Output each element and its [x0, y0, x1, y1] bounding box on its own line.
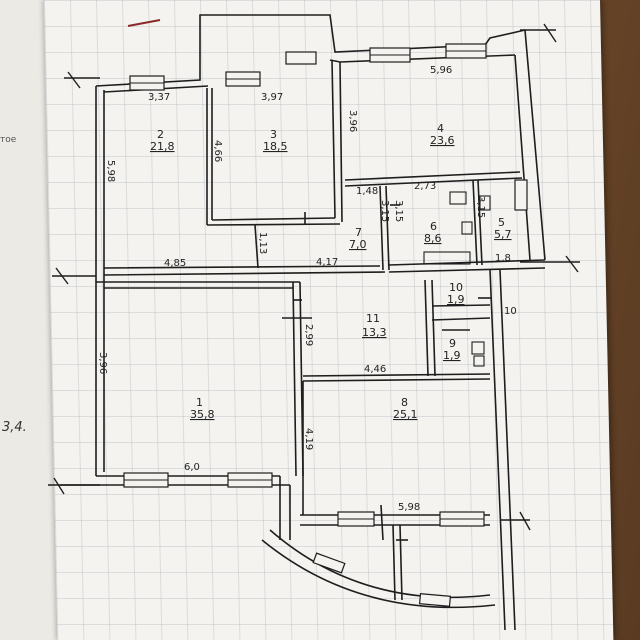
room-number: 7 — [355, 226, 362, 239]
wall-room4-bottom — [344, 171, 523, 187]
dim-label: 4,85 — [164, 258, 186, 269]
room-number: 2 — [157, 128, 164, 141]
dim-label: 3,37 — [148, 92, 170, 103]
room-number: 1 — [196, 396, 203, 409]
room-labels: 2 21,8 3 18,5 4 23,6 5 5,7 6 8,6 7 7,0 1… — [150, 122, 512, 421]
dim-label: 4,66 — [212, 140, 223, 162]
wall-room1-right — [292, 281, 304, 477]
dim-label: 3,96 — [347, 110, 358, 132]
dim-label: 5,96 — [430, 65, 452, 76]
pen-mark — [127, 19, 161, 27]
wall-room3-right — [331, 59, 343, 223]
windows — [123, 43, 528, 607]
wall-wc-block — [424, 279, 491, 377]
toilet-bath — [461, 221, 473, 235]
wall-room8-top — [302, 373, 491, 382]
outer-wall-right-lower — [489, 269, 516, 631]
dim-label: 3,96 — [97, 352, 108, 374]
room-area: 1,9 — [447, 293, 465, 306]
window-balcony-a — [312, 552, 346, 574]
sink-wc9 — [473, 355, 485, 367]
balcony-bottom — [261, 529, 496, 609]
dim-label: 4,17 — [316, 257, 338, 268]
room-number: 5 — [498, 216, 505, 229]
outer-wall-right — [514, 29, 546, 261]
room-area: 7,0 — [349, 238, 367, 251]
wall-room3-bottom — [206, 217, 341, 226]
room-area: 21,8 — [150, 140, 175, 153]
room-number: 6 — [430, 220, 437, 233]
room-number: 4 — [437, 122, 444, 135]
margin-text: тое — [0, 135, 17, 145]
dim-label: 1,48 — [356, 186, 378, 197]
dim-label: 5,98 — [398, 502, 420, 513]
room-area: 1,9 — [443, 349, 461, 362]
room-area: 8,6 — [424, 232, 442, 245]
bathtub — [423, 251, 471, 265]
balcony-left-wall — [279, 476, 291, 540]
dim-label: 3,15 — [393, 200, 404, 222]
wall-room1-top — [96, 281, 300, 289]
dim-label: 10 — [504, 306, 517, 317]
dim-label: 3,15 — [475, 196, 486, 218]
fixtures — [423, 191, 491, 367]
toilet-wc9 — [471, 341, 485, 355]
room-area: 25,1 — [393, 408, 418, 421]
room-number: 11 — [366, 312, 380, 325]
outer-wall-top-left — [95, 14, 526, 87]
margin-note: 3,4. — [2, 420, 27, 435]
room-area: 35,8 — [190, 408, 215, 421]
wall-corridor-top — [103, 265, 386, 276]
dim-label: 1,13 — [257, 232, 268, 254]
axis-markers — [48, 23, 580, 531]
window-loggia — [285, 51, 317, 65]
dim-label: 5,98 — [105, 160, 116, 182]
dim-label: 2,99 — [303, 324, 314, 346]
window-mullions — [124, 50, 486, 520]
door-room3 — [254, 224, 259, 269]
wall-balcony-mid — [392, 524, 403, 601]
wall-bath-right — [472, 179, 483, 266]
room-area: 18,5 — [263, 140, 288, 153]
room-number: 8 — [401, 396, 408, 409]
dim-label: 1,8 — [495, 253, 511, 264]
window-balcony-b — [418, 593, 452, 607]
room-area: 5,7 — [494, 228, 512, 241]
room-number: 9 — [449, 337, 456, 350]
doors — [254, 204, 492, 541]
room-number: 3 — [270, 128, 277, 141]
wall-bath-bottom — [388, 259, 546, 273]
dimension-labels: 3,37 3,97 5,96 3,96 5,98 4,66 1,13 4,85 … — [97, 65, 517, 513]
window-room5 — [514, 179, 528, 211]
dim-label: 4,46 — [364, 364, 386, 375]
room-area: 13,3 — [362, 326, 387, 339]
dim-label: 2,73 — [414, 181, 436, 192]
wall-bath-left — [379, 185, 390, 271]
door-bay — [380, 504, 384, 541]
room-area: 23,6 — [430, 134, 455, 147]
sink-bath — [449, 191, 467, 205]
wall-rooms2-3 — [206, 88, 213, 225]
dim-label: 4,19 — [303, 428, 314, 450]
dim-label: 6,0 — [184, 462, 200, 473]
dim-label: 3,97 — [261, 92, 283, 103]
walls — [60, 14, 546, 631]
shower-5 — [479, 195, 491, 211]
dim-label: 3,15 — [379, 200, 390, 222]
room-number: 10 — [449, 281, 463, 294]
